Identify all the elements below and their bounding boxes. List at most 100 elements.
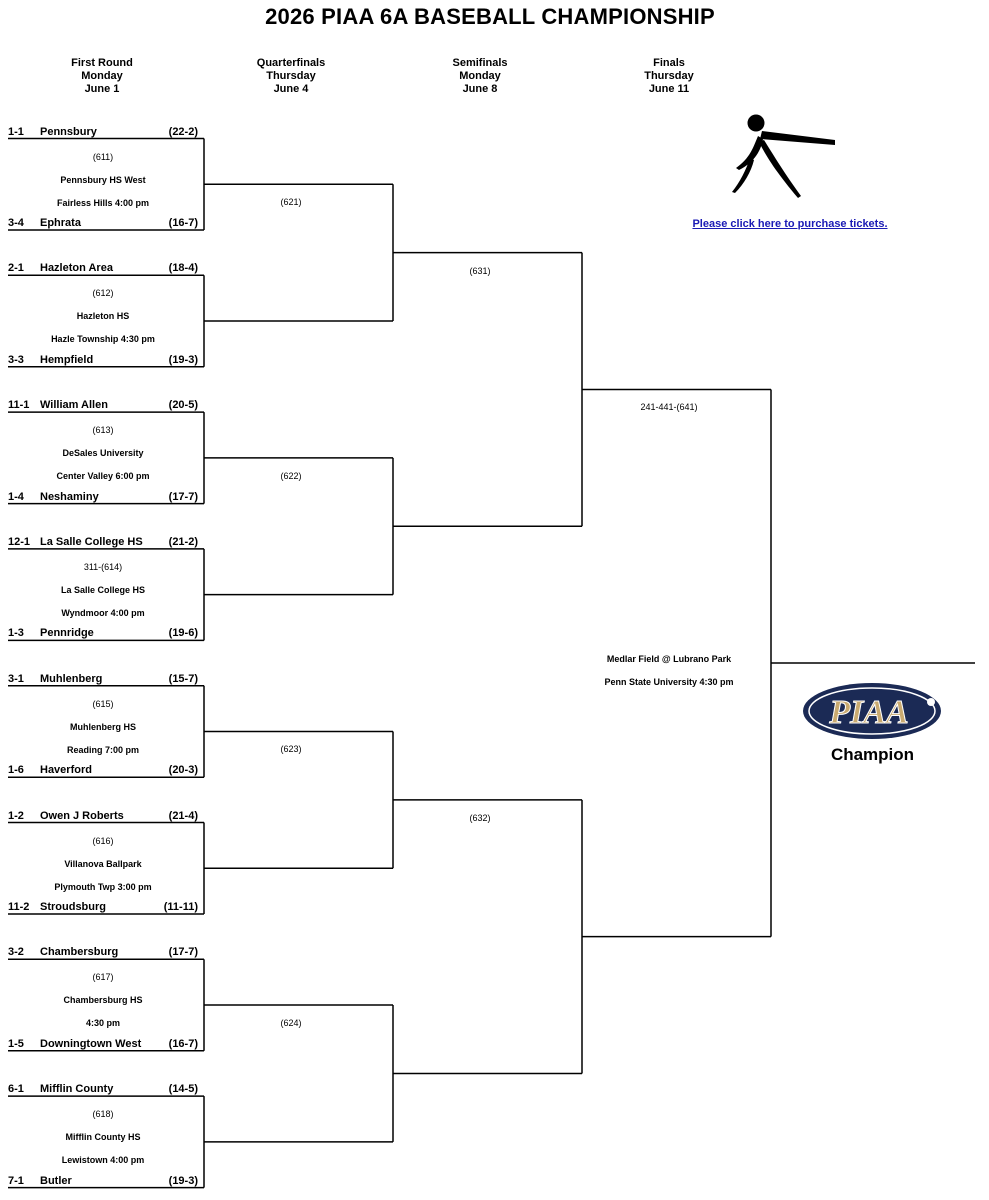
- quarterfinal-game-number: (621): [280, 197, 302, 208]
- team-name: Stroudsburg: [40, 901, 106, 913]
- game-info: Lewistown 4:00 pm: [61, 1155, 145, 1166]
- team-record: (19-6): [168, 627, 198, 640]
- purchase-tickets-link[interactable]: Please click here to purchase tickets.: [692, 218, 888, 230]
- team-seed: 12-1: [8, 535, 31, 548]
- team-seed: 1-2: [8, 809, 24, 822]
- team-seed: 3-4: [8, 217, 24, 229]
- game-number: (615): [92, 698, 114, 709]
- semifinal-game-number: (631): [469, 265, 491, 276]
- round-day: Thursday: [266, 70, 316, 82]
- game-number: 311-(614): [83, 561, 123, 572]
- team-name: Hazleton Area: [40, 262, 113, 275]
- champion-label: Champion: [830, 745, 915, 764]
- round-day: Monday: [81, 70, 123, 82]
- game-number: (618): [92, 1109, 114, 1120]
- team-name: Hempfield: [40, 353, 94, 366]
- round-name: Semifinals: [452, 57, 508, 69]
- team-seed: 6-1: [8, 1083, 24, 1096]
- game-info: Fairless Hills 4:00 pm: [56, 197, 150, 208]
- round-name: Finals: [653, 57, 685, 69]
- team-record: (18-4): [168, 262, 198, 275]
- team-seed: 7-1: [8, 1174, 24, 1187]
- team-seed: 3-2: [8, 946, 24, 959]
- game-number: (611): [92, 151, 114, 162]
- game-venue: Pennsbury HS West: [60, 174, 146, 185]
- round-header-first: First Round Monday June 1: [42, 57, 162, 96]
- team-entry: 2-1 Hazleton Area (18-4): [8, 261, 198, 275]
- round-date: June 8: [462, 83, 498, 95]
- game-number: (613): [92, 425, 114, 436]
- round-name: Quarterfinals: [256, 57, 326, 69]
- round-header-quarterfinals: Quarterfinals Thursday June 4: [231, 57, 351, 96]
- team-entry: 7-1 Butler (19-3): [8, 1174, 198, 1188]
- game-info: Wyndmoor 4:00 pm: [61, 607, 145, 618]
- team-name: Owen J Roberts: [40, 809, 124, 822]
- round-date: June 4: [273, 83, 309, 95]
- team-record: (17-7): [168, 946, 198, 959]
- quarterfinal-game-number: (623): [280, 744, 302, 755]
- quarterfinal-game-number: (622): [280, 470, 302, 481]
- team-name: William Allen: [40, 399, 108, 412]
- team-name: La Salle College HS: [40, 535, 143, 548]
- baseball-batter-icon: [728, 112, 840, 207]
- round-day: Monday: [459, 70, 501, 82]
- team-record: (21-2): [168, 535, 198, 548]
- round-header-finals: Finals Thursday June 11: [609, 57, 729, 96]
- team-record: (11-11): [163, 901, 198, 913]
- game-venue: Chambersburg HS: [63, 995, 143, 1006]
- team-seed: 3-3: [8, 353, 24, 366]
- team-entry: 11-1 William Allen (20-5): [8, 398, 198, 412]
- team-name: Butler: [40, 1174, 72, 1187]
- team-seed: 1-1: [8, 125, 24, 138]
- team-seed: 1-4: [8, 490, 24, 503]
- game-number: (617): [92, 972, 114, 983]
- team-entry: 6-1 Mifflin County (14-5): [8, 1082, 198, 1096]
- round-header-semifinals: Semifinals Monday June 8: [420, 57, 540, 96]
- team-seed: 11-1: [8, 399, 30, 412]
- team-record: (22-2): [168, 125, 198, 138]
- game-number: (612): [92, 288, 114, 299]
- team-name: Ephrata: [40, 217, 81, 229]
- final-info: Penn State University 4:30 pm: [604, 677, 734, 688]
- round-date: June 1: [84, 83, 120, 95]
- team-seed: 2-1: [8, 262, 24, 275]
- team-name: Downingtown West: [40, 1037, 142, 1050]
- team-record: (20-5): [168, 399, 198, 412]
- team-name: Pennridge: [40, 627, 94, 640]
- team-entry: 12-1 La Salle College HS (21-2): [8, 535, 198, 549]
- team-record: (14-5): [168, 1083, 198, 1096]
- game-info: Reading 7:00 pm: [66, 744, 140, 755]
- game-venue: Muhlenberg HS: [69, 721, 136, 732]
- game-venue: Hazleton HS: [76, 311, 130, 322]
- game-venue: La Salle College HS: [60, 584, 146, 595]
- team-entry: 3-2 Chambersburg (17-7): [8, 945, 198, 959]
- team-name: Haverford: [40, 764, 92, 777]
- svg-text:PIAA: PIAA: [828, 694, 908, 731]
- semifinal-game-number: (632): [469, 812, 491, 823]
- quarterfinal-game-number: (624): [280, 1018, 302, 1029]
- team-seed: 1-5: [8, 1037, 24, 1050]
- game-info: Hazle Township 4:30 pm: [51, 334, 155, 345]
- team-record: (15-7): [168, 672, 198, 685]
- team-name: Mifflin County: [40, 1083, 114, 1096]
- team-name: Chambersburg: [40, 946, 119, 959]
- round-date: June 11: [648, 83, 690, 95]
- team-seed: 1-3: [8, 627, 24, 640]
- final-game-number: 241-441-(641): [640, 402, 698, 413]
- game-info: 4:30 pm: [85, 1018, 120, 1029]
- team-record: (19-3): [168, 1174, 198, 1187]
- team-record: (20-3): [168, 764, 198, 777]
- game-venue: Villanova Ballpark: [64, 858, 142, 869]
- game-info: Plymouth Twp 3:00 pm: [54, 881, 152, 892]
- piaa-logo: PIAA: [802, 682, 942, 745]
- game-venue: DeSales University: [62, 448, 144, 459]
- final-venue: Medlar Field @ Lubrano Park: [606, 654, 732, 665]
- game-venue: Mifflin County HS: [65, 1132, 141, 1143]
- round-name: First Round: [71, 57, 133, 69]
